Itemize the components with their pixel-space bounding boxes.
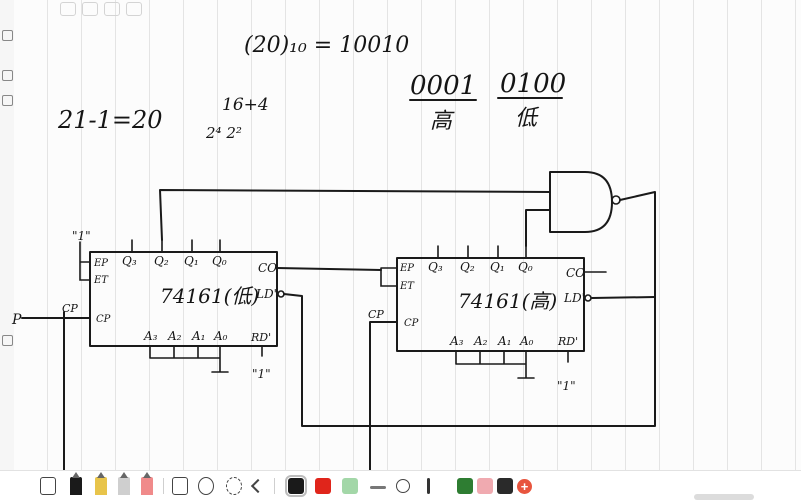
chip-high-name: 74161(高) xyxy=(458,289,557,313)
wire-nand-to-low-ld xyxy=(283,191,656,427)
chip-low-et: ET xyxy=(93,275,109,286)
chip-high-q1: Q₁ xyxy=(490,260,505,274)
chip-low-a1: A₁ xyxy=(191,329,205,343)
color-swatch-red[interactable] xyxy=(315,478,331,494)
chip-low-a0: A₀ xyxy=(213,329,228,343)
chip-high-q0: Q₀ xyxy=(518,260,533,274)
chip-low-ld: LD' xyxy=(255,287,277,301)
split-powers: 2⁴ 2² xyxy=(205,124,242,142)
color-swatch-mint[interactable] xyxy=(342,478,358,494)
stroke-width-thin[interactable] xyxy=(370,486,386,489)
bottom-toolbar: + xyxy=(0,470,801,501)
pen-icon[interactable] xyxy=(70,472,82,495)
chip-low-a2: A₂ xyxy=(167,329,182,343)
color-swatch-green[interactable] xyxy=(457,478,473,494)
equation-top: (20)₁₀ = 10010 xyxy=(244,33,409,58)
color-swatch-black[interactable] xyxy=(285,475,307,497)
chip-high-a-ground xyxy=(455,350,535,379)
chip-low-ep: EP xyxy=(93,258,108,269)
chip-high-rd: RD' xyxy=(557,335,578,348)
equation-left: 21-1=20 xyxy=(57,106,163,134)
chip-high-q3: Q₃ xyxy=(428,260,443,274)
chip-high-rd-value: "1" xyxy=(557,379,576,393)
toolbar-divider xyxy=(274,478,275,494)
chip-low-a-ground xyxy=(149,345,229,373)
chip-low-enable-value: "1" xyxy=(72,229,91,243)
wire-low-q2-to-nand xyxy=(159,189,551,241)
chip-low-q0: Q₀ xyxy=(212,254,227,268)
redo-icon[interactable] xyxy=(104,2,120,16)
chip-high-a2: A₂ xyxy=(473,334,488,348)
chip-low-enable-wire xyxy=(79,241,91,281)
chip-low-body xyxy=(89,251,278,347)
chip-high-et: ET xyxy=(399,281,415,292)
more-icon[interactable] xyxy=(126,2,142,16)
nand-gate xyxy=(549,171,613,233)
nand-bubble xyxy=(611,195,621,205)
chip-low-a3: A₃ xyxy=(143,329,158,343)
cp-high-label: CP xyxy=(368,308,384,321)
back-arrow-icon[interactable] xyxy=(60,2,76,16)
marker-icon[interactable] xyxy=(141,472,153,495)
cp-main-label: CP xyxy=(62,302,78,315)
cp-in-left-label: P xyxy=(11,312,22,328)
text-box-icon[interactable] xyxy=(172,477,188,495)
chip-low-rd-value: "1" xyxy=(252,367,271,381)
page-icon[interactable] xyxy=(2,30,13,41)
chip-low-q3: Q₃ xyxy=(122,254,137,268)
chip-high-body xyxy=(396,257,585,352)
chip-low-name: 74161(低) xyxy=(160,284,259,308)
chip-high-cp: CP xyxy=(404,318,419,329)
chip-high-a3: A₃ xyxy=(449,334,464,348)
chip-low-cp: CP xyxy=(96,314,111,325)
scroll-icon[interactable] xyxy=(2,335,13,346)
toolbar-divider xyxy=(163,478,164,494)
low-bits: 0100 xyxy=(500,69,566,99)
high-label: 高 xyxy=(430,109,455,134)
wire-high-q0-to-nand xyxy=(525,209,551,247)
lasso-icon[interactable] xyxy=(226,477,242,495)
undo-icon[interactable] xyxy=(82,2,98,16)
collapse-icon[interactable] xyxy=(250,478,266,494)
chip-low-q-pins xyxy=(131,239,221,253)
chip-low-rd: RD' xyxy=(250,331,271,344)
color-swatch-dark[interactable] xyxy=(497,478,513,494)
top-mini-toolbar xyxy=(60,2,142,16)
chip-high-q2: Q₂ xyxy=(460,260,475,274)
note-canvas[interactable] xyxy=(14,0,801,470)
high-bits: 0001 xyxy=(410,71,476,101)
layers-icon[interactable] xyxy=(40,477,56,495)
chip-high-enable-wire xyxy=(380,267,398,287)
highlighter-icon[interactable] xyxy=(95,472,107,495)
home-indicator xyxy=(694,494,754,500)
chip-low-q1: Q₁ xyxy=(184,254,199,268)
wire-clock-high xyxy=(369,321,398,470)
split-sum: 16+4 xyxy=(222,95,269,115)
pencil-icon[interactable] xyxy=(118,472,130,495)
chip-high-ld: LD' xyxy=(563,291,585,305)
stroke-width-circle[interactable] xyxy=(396,479,410,493)
copy-icon[interactable] xyxy=(2,70,13,81)
chip-high-ep: EP xyxy=(399,263,414,274)
chip-high-q-pins xyxy=(437,245,527,259)
chip-low-q2: Q₂ xyxy=(154,254,169,268)
low-label: 低 xyxy=(515,106,540,131)
chip-high-ld-bubble xyxy=(584,294,592,302)
shapes-icon[interactable] xyxy=(198,477,214,495)
chip-high-a0: A₀ xyxy=(519,334,534,348)
stroke-width-thick[interactable] xyxy=(427,478,430,494)
chip-low-co: CO xyxy=(258,261,277,275)
chip-high-a1: A₁ xyxy=(497,334,511,348)
grid-icon[interactable] xyxy=(2,95,13,106)
wire-low-co-to-high-ep xyxy=(276,267,382,271)
wire-high-ld xyxy=(591,296,656,299)
color-swatch-pink[interactable] xyxy=(477,478,493,494)
chip-high-co: CO xyxy=(566,266,585,280)
add-color-button[interactable]: + xyxy=(517,479,532,494)
handwritten-circuit-sketch: (20)₁₀ = 10010 21-1=20 16+4 2⁴ 2² 0001 高… xyxy=(11,33,656,470)
